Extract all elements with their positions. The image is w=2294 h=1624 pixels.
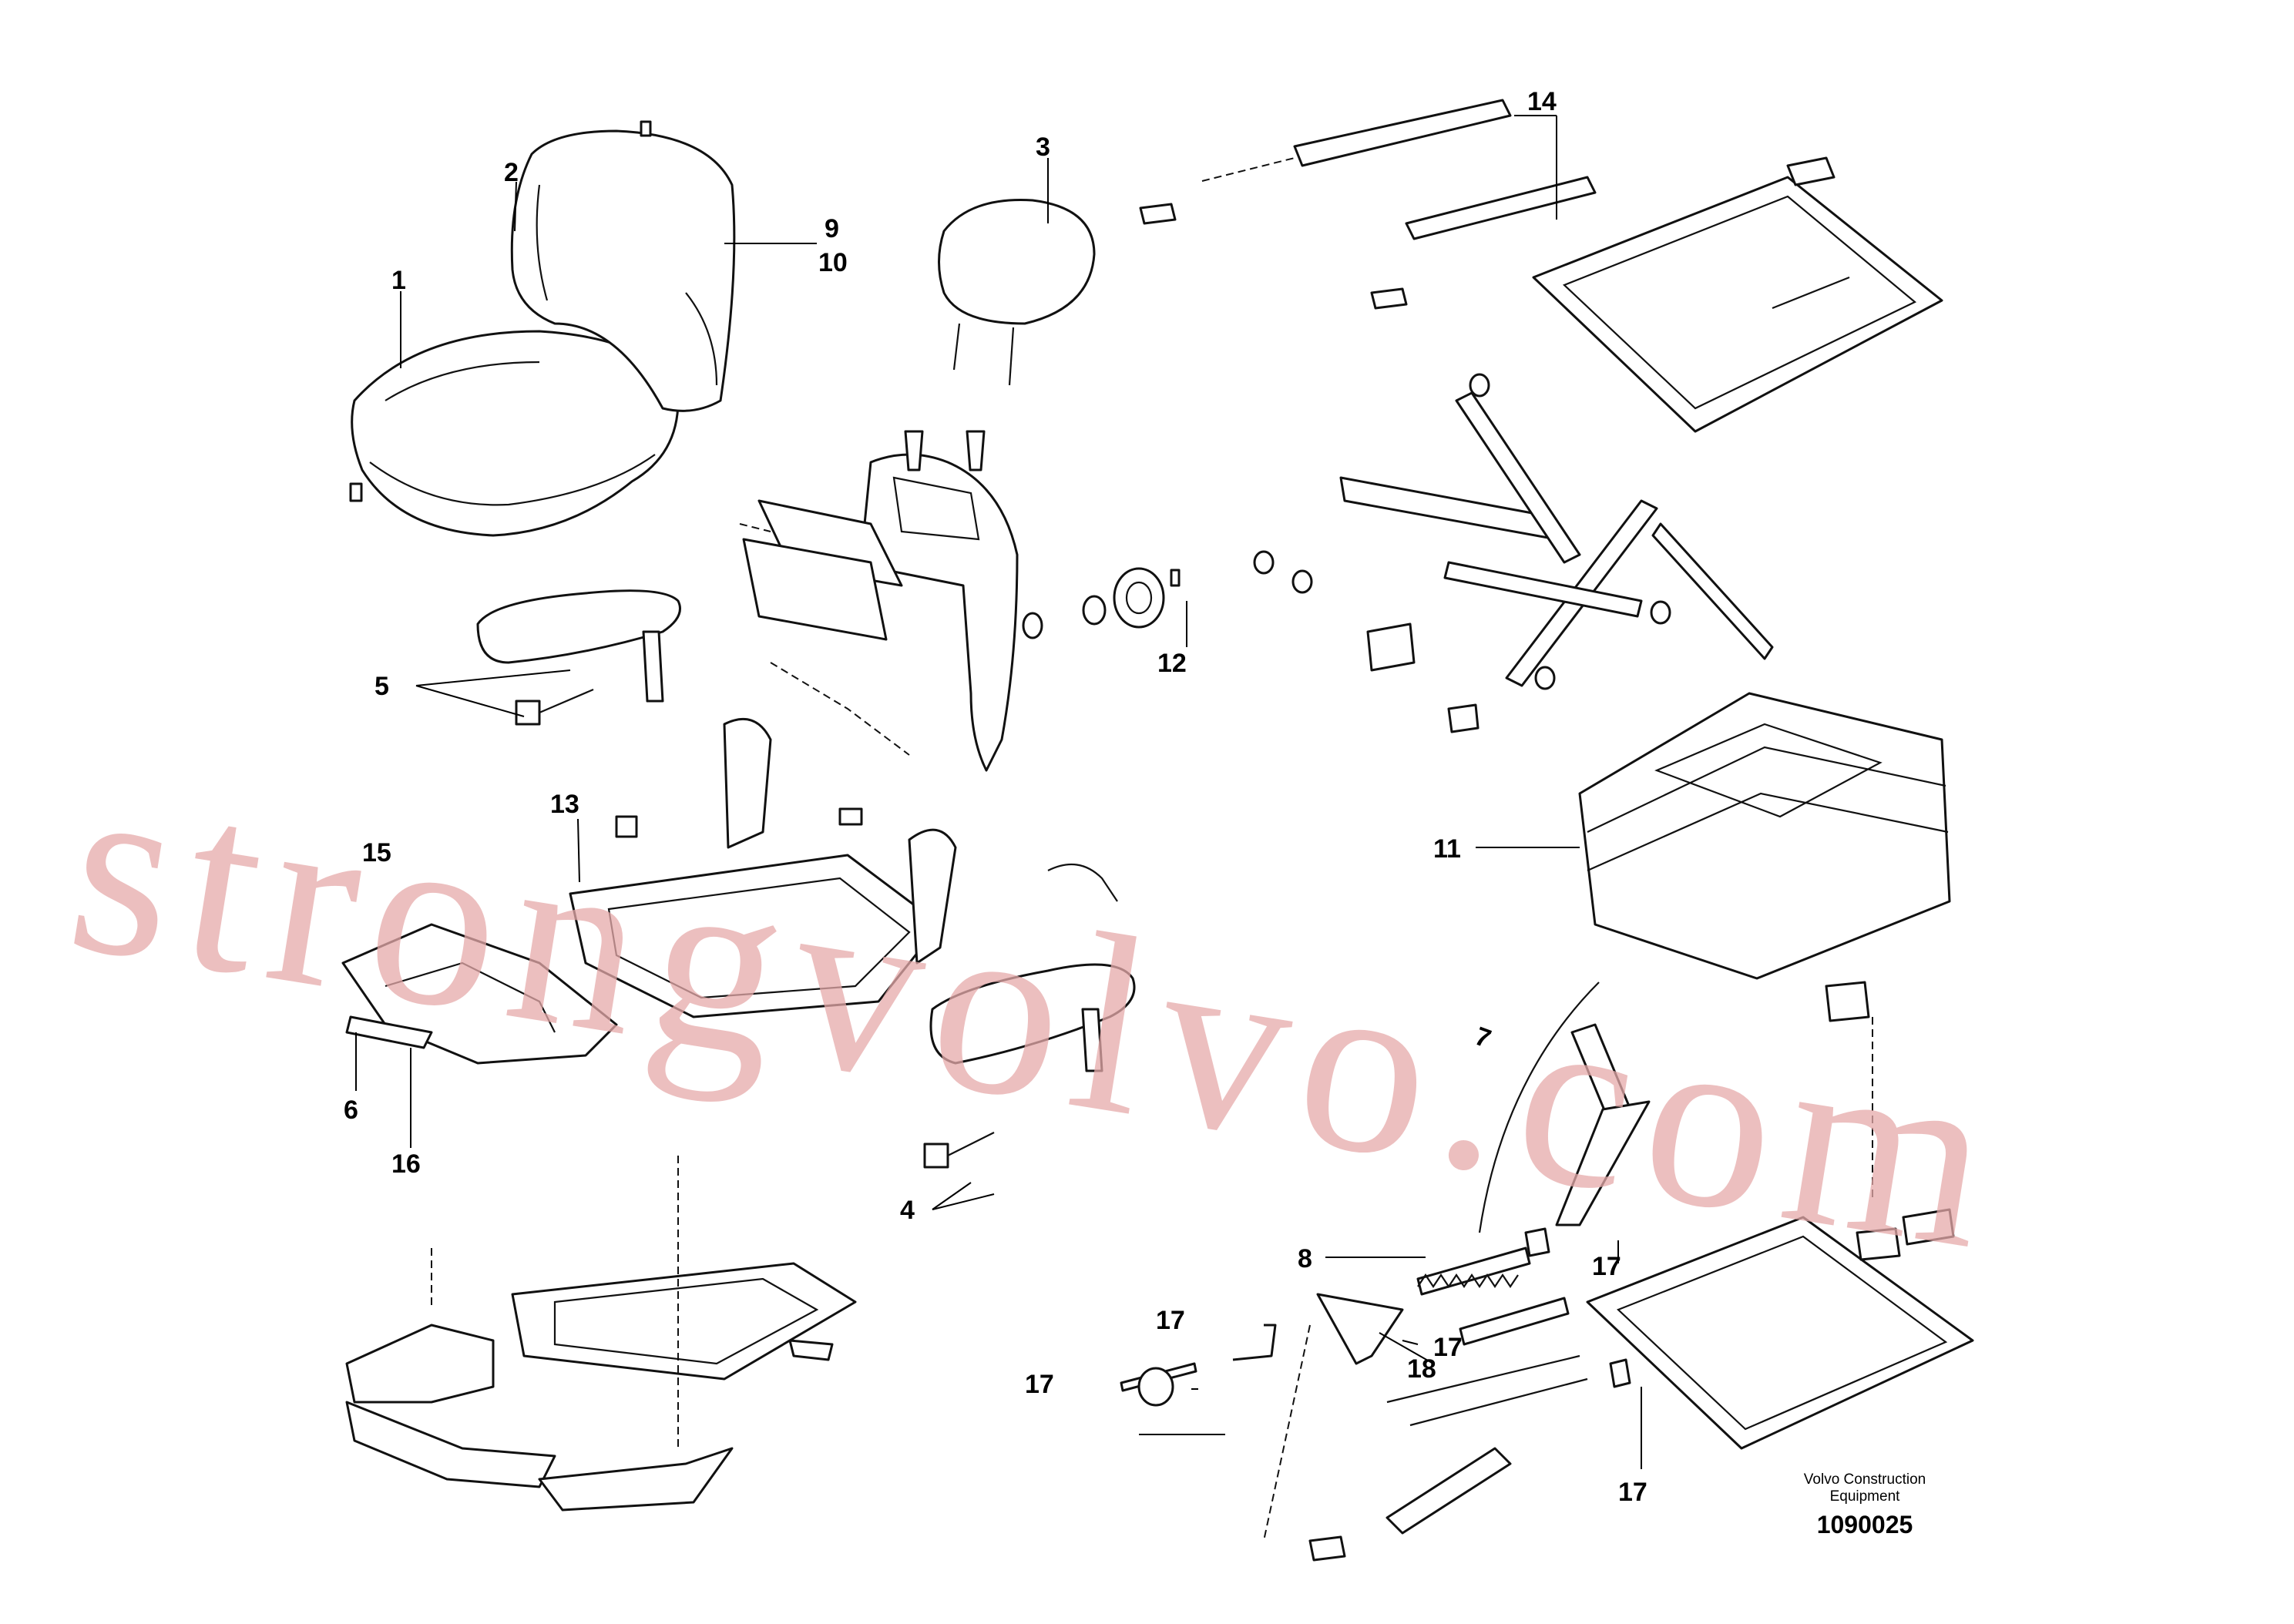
seat-pan-cover: [341, 923, 618, 1065]
callout-17-lower: 17: [1618, 1478, 1647, 1507]
credit-block: Volvo Construction Equipment 1090025: [1804, 1471, 1926, 1538]
callout-15: 15: [362, 838, 391, 867]
callout-10: 10: [818, 248, 848, 277]
callout-17-cable: 17: [1156, 1306, 1185, 1335]
slide-rails: [1139, 99, 1597, 310]
callout-6: 6: [344, 1096, 358, 1125]
callout-2: 2: [504, 158, 519, 187]
callout-9: 9: [825, 214, 839, 243]
seat-backrest: [510, 120, 736, 412]
callout-18: 18: [1407, 1354, 1436, 1384]
callout-1: 1: [391, 266, 406, 295]
callout-13: 13: [550, 790, 579, 819]
seat-pan-frame: [569, 717, 1118, 1018]
armrest-left: [476, 589, 681, 726]
headrest: [938, 199, 1096, 386]
callout-17-upper: 17: [1592, 1252, 1621, 1281]
callout-4: 4: [900, 1196, 915, 1225]
callout-11: 11: [1433, 834, 1461, 864]
armrest-right: [923, 963, 1136, 1169]
shock-absorber: [1478, 981, 1651, 1257]
callout-8: 8: [1298, 1244, 1312, 1273]
top-mounting-plate: [1532, 156, 1943, 433]
bottom-mounting-plate: [1586, 981, 1974, 1450]
callout-3: 3: [1036, 133, 1050, 162]
levers-cables: [1120, 1293, 1631, 1562]
callouts: 1 2 3 4 5 6 7 8 9 10 11 12 13 14 15 16 1…: [344, 87, 1647, 1507]
credit-line-1: Volvo Construction: [1804, 1471, 1926, 1488]
callout-5: 5: [374, 672, 389, 701]
lower-base-assembly: [345, 1156, 857, 1512]
callout-16: 16: [391, 1149, 421, 1179]
backrest-frame: [739, 430, 1019, 772]
springs: [1416, 1247, 1570, 1346]
scissor-mechanism: [1253, 373, 1774, 733]
callout-17-knob: 17: [1025, 1370, 1054, 1399]
seat-cushion: [349, 330, 680, 537]
credit-line-2: Equipment: [1830, 1488, 1901, 1505]
callout-17-bracket: 17: [1433, 1333, 1463, 1362]
document-number: 1090025: [1817, 1511, 1913, 1538]
callout-12: 12: [1157, 649, 1187, 678]
bellows-skirt: [1578, 692, 1951, 980]
leader-lines: [355, 115, 1642, 1469]
lumbar-knob: [1022, 567, 1181, 639]
callout-14: 14: [1527, 87, 1557, 116]
